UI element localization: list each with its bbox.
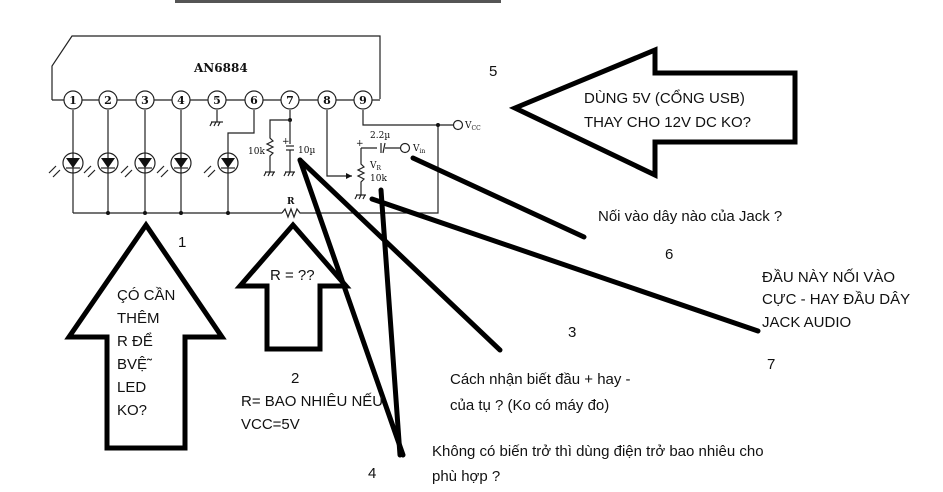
vr-label: VR <box>369 161 382 172</box>
question-7-text: ĐẦU NÀY NỐI VÀO CỰC - HAY ĐẦU DÂY JACK A… <box>762 268 914 331</box>
vr-value: 10k <box>370 174 387 184</box>
led-4 <box>156 110 192 213</box>
label-num-6: 6 <box>665 246 673 263</box>
top-bar <box>175 0 501 3</box>
led-3 <box>120 110 156 213</box>
resistor-r <box>281 125 439 219</box>
cap-10u-label: 10µ <box>298 146 315 156</box>
arrow-question-1 <box>64 220 227 451</box>
pin9-wire <box>362 110 454 126</box>
pointer-line-3 <box>297 157 503 353</box>
pointer-line-6 <box>410 155 587 240</box>
pointer-line-7 <box>369 196 761 334</box>
pin-3-label: 3 <box>141 94 149 107</box>
pin-3-circle <box>135 90 155 110</box>
pin-2-circle <box>98 90 118 110</box>
pin-9-circle <box>353 90 373 110</box>
pin-7-label: 7 <box>286 94 294 107</box>
pin-8-circle <box>317 90 337 110</box>
led-6 <box>203 110 255 213</box>
pin-2-label: 2 <box>104 94 112 107</box>
arrow-question-2 <box>234 221 352 352</box>
pin-8-label: 8 <box>323 94 331 107</box>
question-2-text: R= BAO NHIÊU NẾU VCC=5V <box>241 393 387 433</box>
vr-potentiometer <box>356 148 366 195</box>
vcc-terminal <box>452 119 464 131</box>
chip-body <box>51 35 381 100</box>
pointer-line-4 <box>297 157 406 458</box>
question-4-text: Không có biến trở thì dùng điện trở bao … <box>432 443 768 485</box>
pin-4-label: 4 <box>177 94 185 107</box>
pin-5-circle <box>207 90 227 110</box>
r-question-text: R = ?? <box>270 267 315 284</box>
led-1 <box>48 110 84 213</box>
question-3-text: Cách nhận biết đầu + hay - của tụ ? (Ko … <box>450 371 635 414</box>
input-cap <box>361 142 400 154</box>
bus-junctions <box>106 211 230 215</box>
ground-pin5 <box>209 110 223 127</box>
pointer-line-4b <box>378 187 403 458</box>
pin-1-label: 1 <box>69 94 77 107</box>
chip-label: AN6884 <box>193 61 248 75</box>
wiper-arrow <box>346 173 352 179</box>
led-2 <box>83 110 119 213</box>
pin-1-circle <box>63 90 83 110</box>
question-5-text: DÙNG 5V (CỔNG USB) THAY CHO 12V DC KO? <box>584 89 751 131</box>
cap-plus: + <box>282 137 290 147</box>
pin-6-circle <box>244 90 264 110</box>
arrow-question-5 <box>508 46 798 179</box>
vin-label: Vin <box>412 144 425 155</box>
r-label: R <box>287 197 295 207</box>
input-cap-plus: + <box>356 139 364 149</box>
pin-6-label: 6 <box>250 94 258 107</box>
label-num-3: 3 <box>568 324 576 341</box>
pin7-network <box>263 110 295 177</box>
pin-group: 1 2 3 4 5 6 7 8 9 <box>63 90 373 110</box>
pin8-wire <box>326 110 352 177</box>
vin-terminal <box>399 142 411 154</box>
input-cap-label: 2.2µ <box>370 131 390 141</box>
label-num-2: 2 <box>291 370 299 387</box>
pin-4-circle <box>171 90 191 110</box>
question-6-text: Nối vào dây nào của Jack ? <box>598 208 782 225</box>
resistor-10k-label: 10k <box>248 147 265 157</box>
label-num-4: 4 <box>368 465 376 482</box>
pin-9-label: 9 <box>359 94 367 107</box>
vcc-label: VCC <box>464 121 481 132</box>
pin-5-label: 5 <box>213 94 221 107</box>
pin-7-circle <box>280 90 300 110</box>
question-1-text: ÇÓ CẦN THÊM R ĐỂ BVỆ̃ LED KO? <box>117 287 180 419</box>
label-num-7: 7 <box>767 356 775 373</box>
label-num-5: 5 <box>489 63 497 80</box>
label-num-1: 1 <box>178 234 186 251</box>
